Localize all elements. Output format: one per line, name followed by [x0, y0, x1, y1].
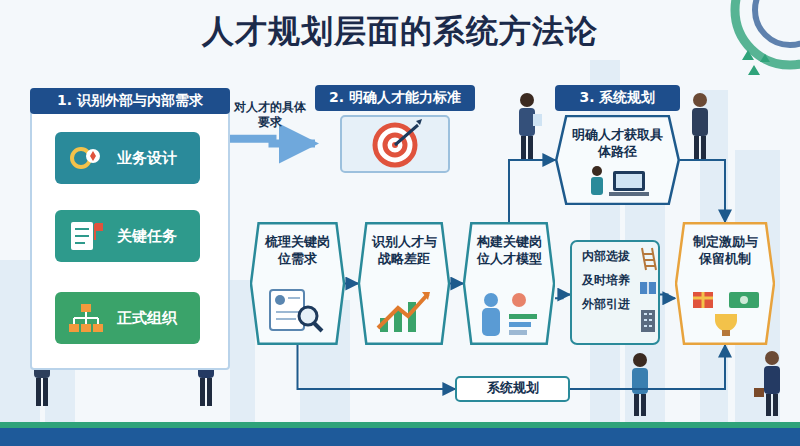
node-text: 1. 识别外部与内部需求: [30, 88, 230, 114]
step-hexagon: 构建关键岗位人才模型: [463, 222, 555, 345]
edge-label: 对人才的具体要求: [234, 100, 306, 131]
step-hexagon: 明确人才获取具体路径: [555, 115, 680, 205]
node-shape: [268, 288, 328, 336]
connector: [555, 295, 570, 299]
connector: [230, 139, 315, 144]
node-shape: [67, 302, 105, 334]
connector: [450, 283, 463, 285]
node-text: 内部选拔: [576, 249, 636, 264]
connector: [680, 160, 725, 222]
node-text: 3. 系统规划: [555, 85, 680, 111]
summary-box: 系统规划: [455, 376, 570, 402]
connector: [570, 345, 725, 389]
node-text: 识别人才与战略差距: [358, 222, 450, 268]
process-box: 业务设计: [55, 132, 200, 184]
stage-panel: 1. 识别外部与内部需求业务设计关键任务正式组织: [30, 88, 230, 370]
stage-box: 2. 明确人才能力标准: [315, 85, 475, 175]
node-shape: [638, 244, 658, 340]
node-shape: [67, 220, 103, 252]
node-shape: [67, 142, 103, 174]
node-shape: [340, 115, 450, 173]
node-text: 外部引进: [576, 297, 636, 312]
node-text: 系统规划: [455, 376, 570, 401]
node-text: 明确人才获取具体路径: [555, 115, 680, 161]
step-hexagon: 识别人才与战略差距: [358, 222, 450, 345]
step-hexagon: 制定激励与保留机制: [675, 222, 775, 345]
node-text: 及时培养: [576, 273, 636, 288]
connector: [509, 160, 555, 222]
node-text: 梳理关键岗位需求: [250, 222, 345, 268]
node-text: 业务设计: [55, 132, 200, 184]
option-box: 内部选拔及时培养外部引进: [570, 240, 660, 345]
diagram-title: 人才规划层面的系统方法论: [0, 10, 800, 54]
node-text: 制定激励与保留机制: [675, 222, 775, 268]
process-box: 正式组织: [55, 292, 200, 344]
node-shape: [477, 292, 541, 338]
step-hexagon: 梳理关键岗位需求: [250, 222, 345, 345]
connector: [660, 295, 675, 299]
node-text: 2. 明确人才能力标准: [315, 85, 475, 111]
node-shape: [585, 165, 655, 201]
node-text: 关键任务: [55, 210, 200, 262]
node-text: 构建关键岗位人才模型: [463, 222, 555, 268]
node-text: 正式组织: [55, 292, 200, 344]
stage-tab: 3. 系统规划: [555, 85, 680, 111]
connector: [345, 283, 358, 285]
node-shape: [374, 288, 434, 336]
connector: [298, 345, 456, 389]
process-box: 关键任务: [55, 210, 200, 262]
node-shape: [689, 286, 763, 338]
